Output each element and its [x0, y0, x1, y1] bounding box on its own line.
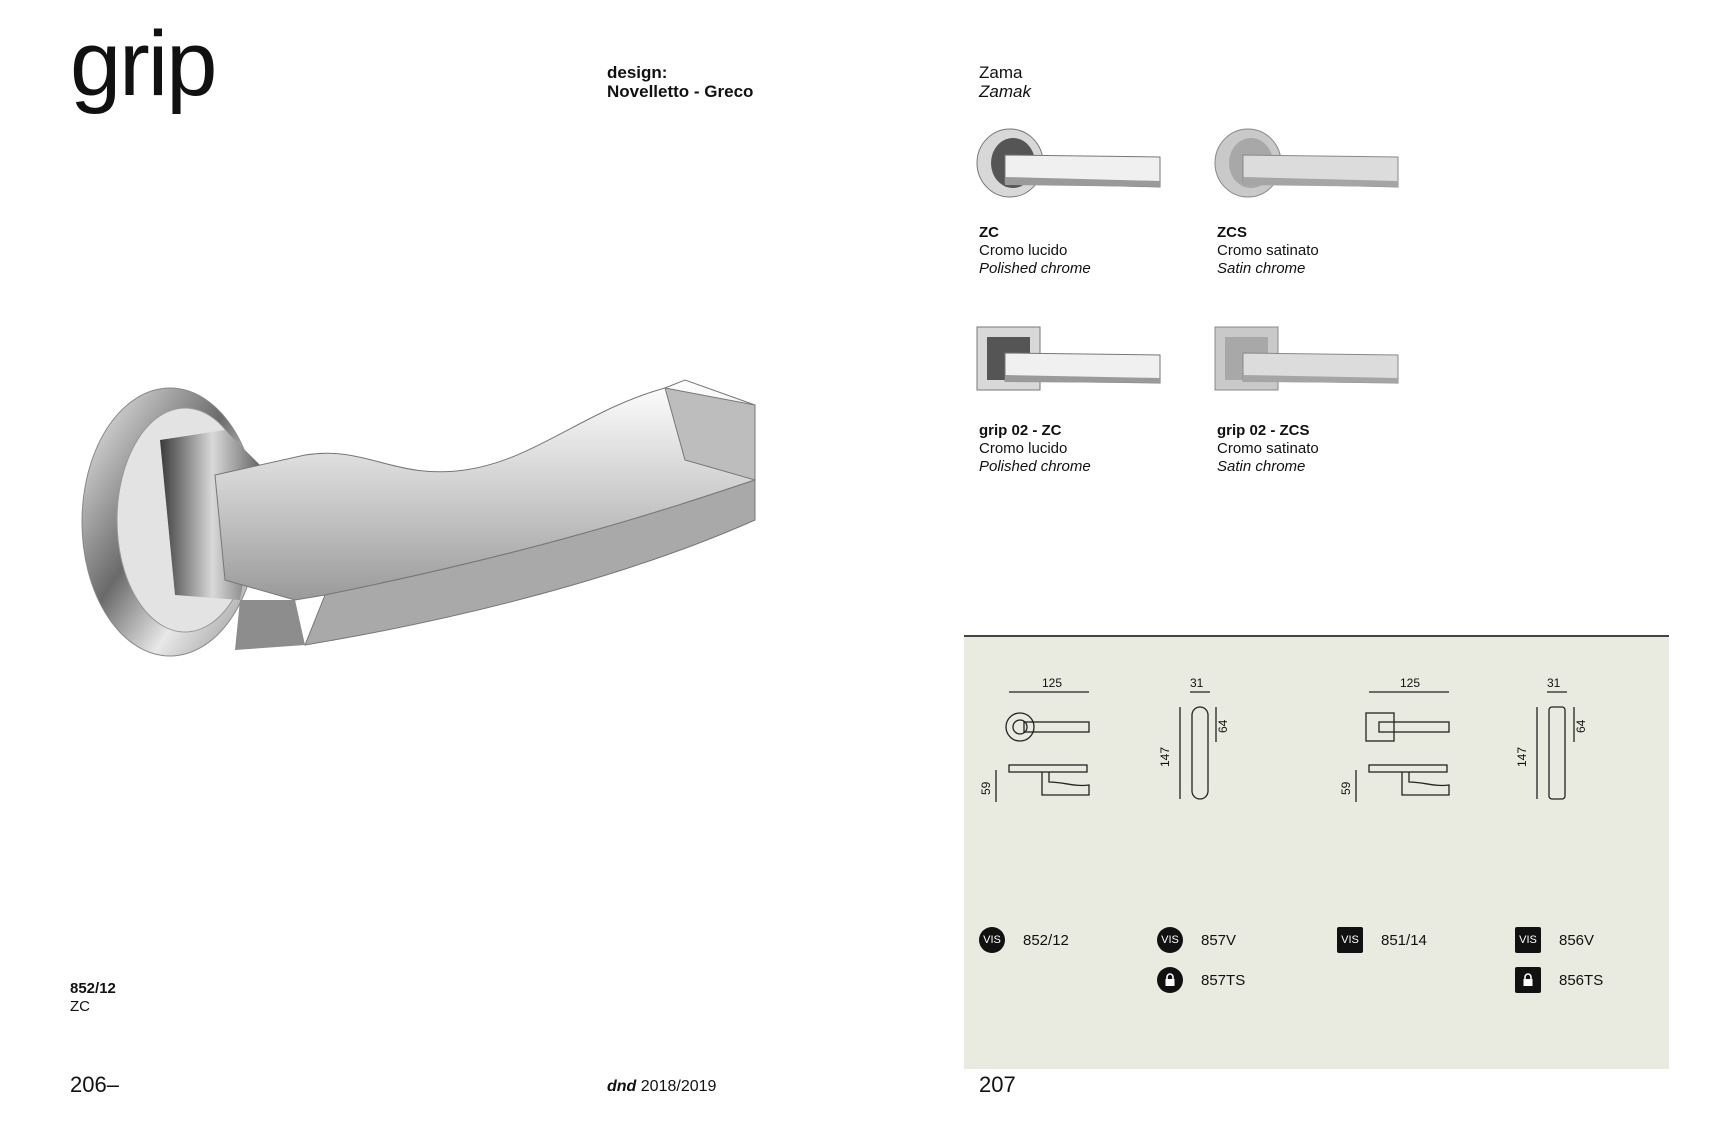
variant-grip02-zcs-image	[1214, 326, 1399, 391]
page-number-right: 207	[979, 1072, 1016, 1097]
variant-name-en: Polished chrome	[979, 260, 1091, 277]
lock-icon	[1157, 967, 1183, 993]
page-number-left: 206–	[70, 1072, 119, 1097]
page-title: grip	[70, 13, 217, 115]
catalog-year: 2018/2019	[640, 1078, 717, 1095]
material-en: Zamak	[979, 82, 1031, 101]
variant-code: ZC	[979, 224, 999, 241]
variant-code: ZCS	[1217, 224, 1247, 241]
design-label: design:	[607, 63, 668, 82]
dim-depth: 31	[1190, 676, 1204, 690]
designers: Novelletto - Greco	[607, 82, 754, 101]
variant-grip02-zc-image	[976, 326, 1161, 391]
brand-name: dnd	[607, 1078, 637, 1095]
dim-height: 59	[979, 781, 993, 795]
main-caption-finish: ZC	[70, 998, 90, 1015]
accessory-851-14: VIS 851/14	[1337, 927, 1427, 953]
variant-zc: ZC Cromo lucido Polished chrome	[979, 224, 1091, 278]
vis-icon: VIS	[1157, 927, 1183, 953]
accessory-856v: VIS 856V	[1515, 927, 1594, 953]
variant-code: grip 02 - ZC	[979, 422, 1062, 439]
dim-plate-height-2: 147	[1515, 747, 1529, 767]
accessory-code: 856V	[1559, 931, 1595, 949]
variant-grip02-zc: grip 02 - ZC Cromo lucido Polished chrom…	[979, 422, 1091, 476]
technical-panel: 125 59 31 147 64 125 59 31 147 64 VIS 85…	[964, 635, 1669, 1069]
vis-icon: VIS	[1337, 927, 1363, 953]
dim-plate-width: 64	[1216, 719, 1230, 733]
main-caption: 852/12 ZC	[70, 980, 116, 1016]
lock-icon	[1515, 967, 1541, 993]
dim-height-2: 59	[1339, 781, 1353, 795]
variant-name-en: Satin chrome	[1217, 260, 1306, 277]
variant-zc-image	[976, 128, 1161, 198]
accessory-code: 852/12	[1023, 931, 1069, 949]
material-it: Zama	[979, 63, 1023, 82]
variant-name-it: Cromo lucido	[979, 440, 1068, 457]
variant-name-it: Cromo lucido	[979, 242, 1068, 259]
main-handle-image	[81, 379, 756, 657]
dim-depth-2: 31	[1547, 676, 1561, 690]
accessory-857v: VIS 857V	[1157, 927, 1236, 953]
dim-width-2: 125	[1400, 676, 1420, 690]
accessory-code: 857TS	[1201, 971, 1246, 989]
variant-name-it: Cromo satinato	[1217, 242, 1319, 259]
accessory-code: 856TS	[1559, 971, 1604, 989]
accessory-857ts: 857TS	[1157, 967, 1245, 993]
accessory-852-12: VIS 852/12	[979, 927, 1069, 953]
vis-icon: VIS	[979, 927, 1005, 953]
variant-grip02-zcs: grip 02 - ZCS Cromo satinato Satin chrom…	[1217, 422, 1319, 476]
vis-icon: VIS	[1515, 927, 1541, 953]
variant-zcs-image	[1214, 128, 1399, 198]
accessory-code: 857V	[1201, 931, 1237, 949]
dim-plate-width-2: 64	[1574, 719, 1588, 733]
material: Zama Zamak	[979, 63, 1031, 101]
main-caption-code: 852/12	[70, 980, 116, 997]
variant-name-en: Satin chrome	[1217, 458, 1306, 475]
technical-drawings: 125 59 31 147 64 125 59 31 147 64	[979, 676, 1588, 802]
accessory-code: 851/14	[1381, 931, 1427, 949]
variant-code: grip 02 - ZCS	[1217, 422, 1310, 439]
variant-name-it: Cromo satinato	[1217, 440, 1319, 457]
dim-plate-height: 147	[1158, 747, 1172, 767]
variant-name-en: Polished chrome	[979, 458, 1091, 475]
dim-width: 125	[1042, 676, 1062, 690]
footer-brand: dnd 2018/2019	[607, 1078, 716, 1096]
design-credit: design: Novelletto - Greco	[607, 63, 753, 101]
accessory-856ts: 856TS	[1515, 967, 1603, 993]
variant-zcs: ZCS Cromo satinato Satin chrome	[1217, 224, 1319, 278]
